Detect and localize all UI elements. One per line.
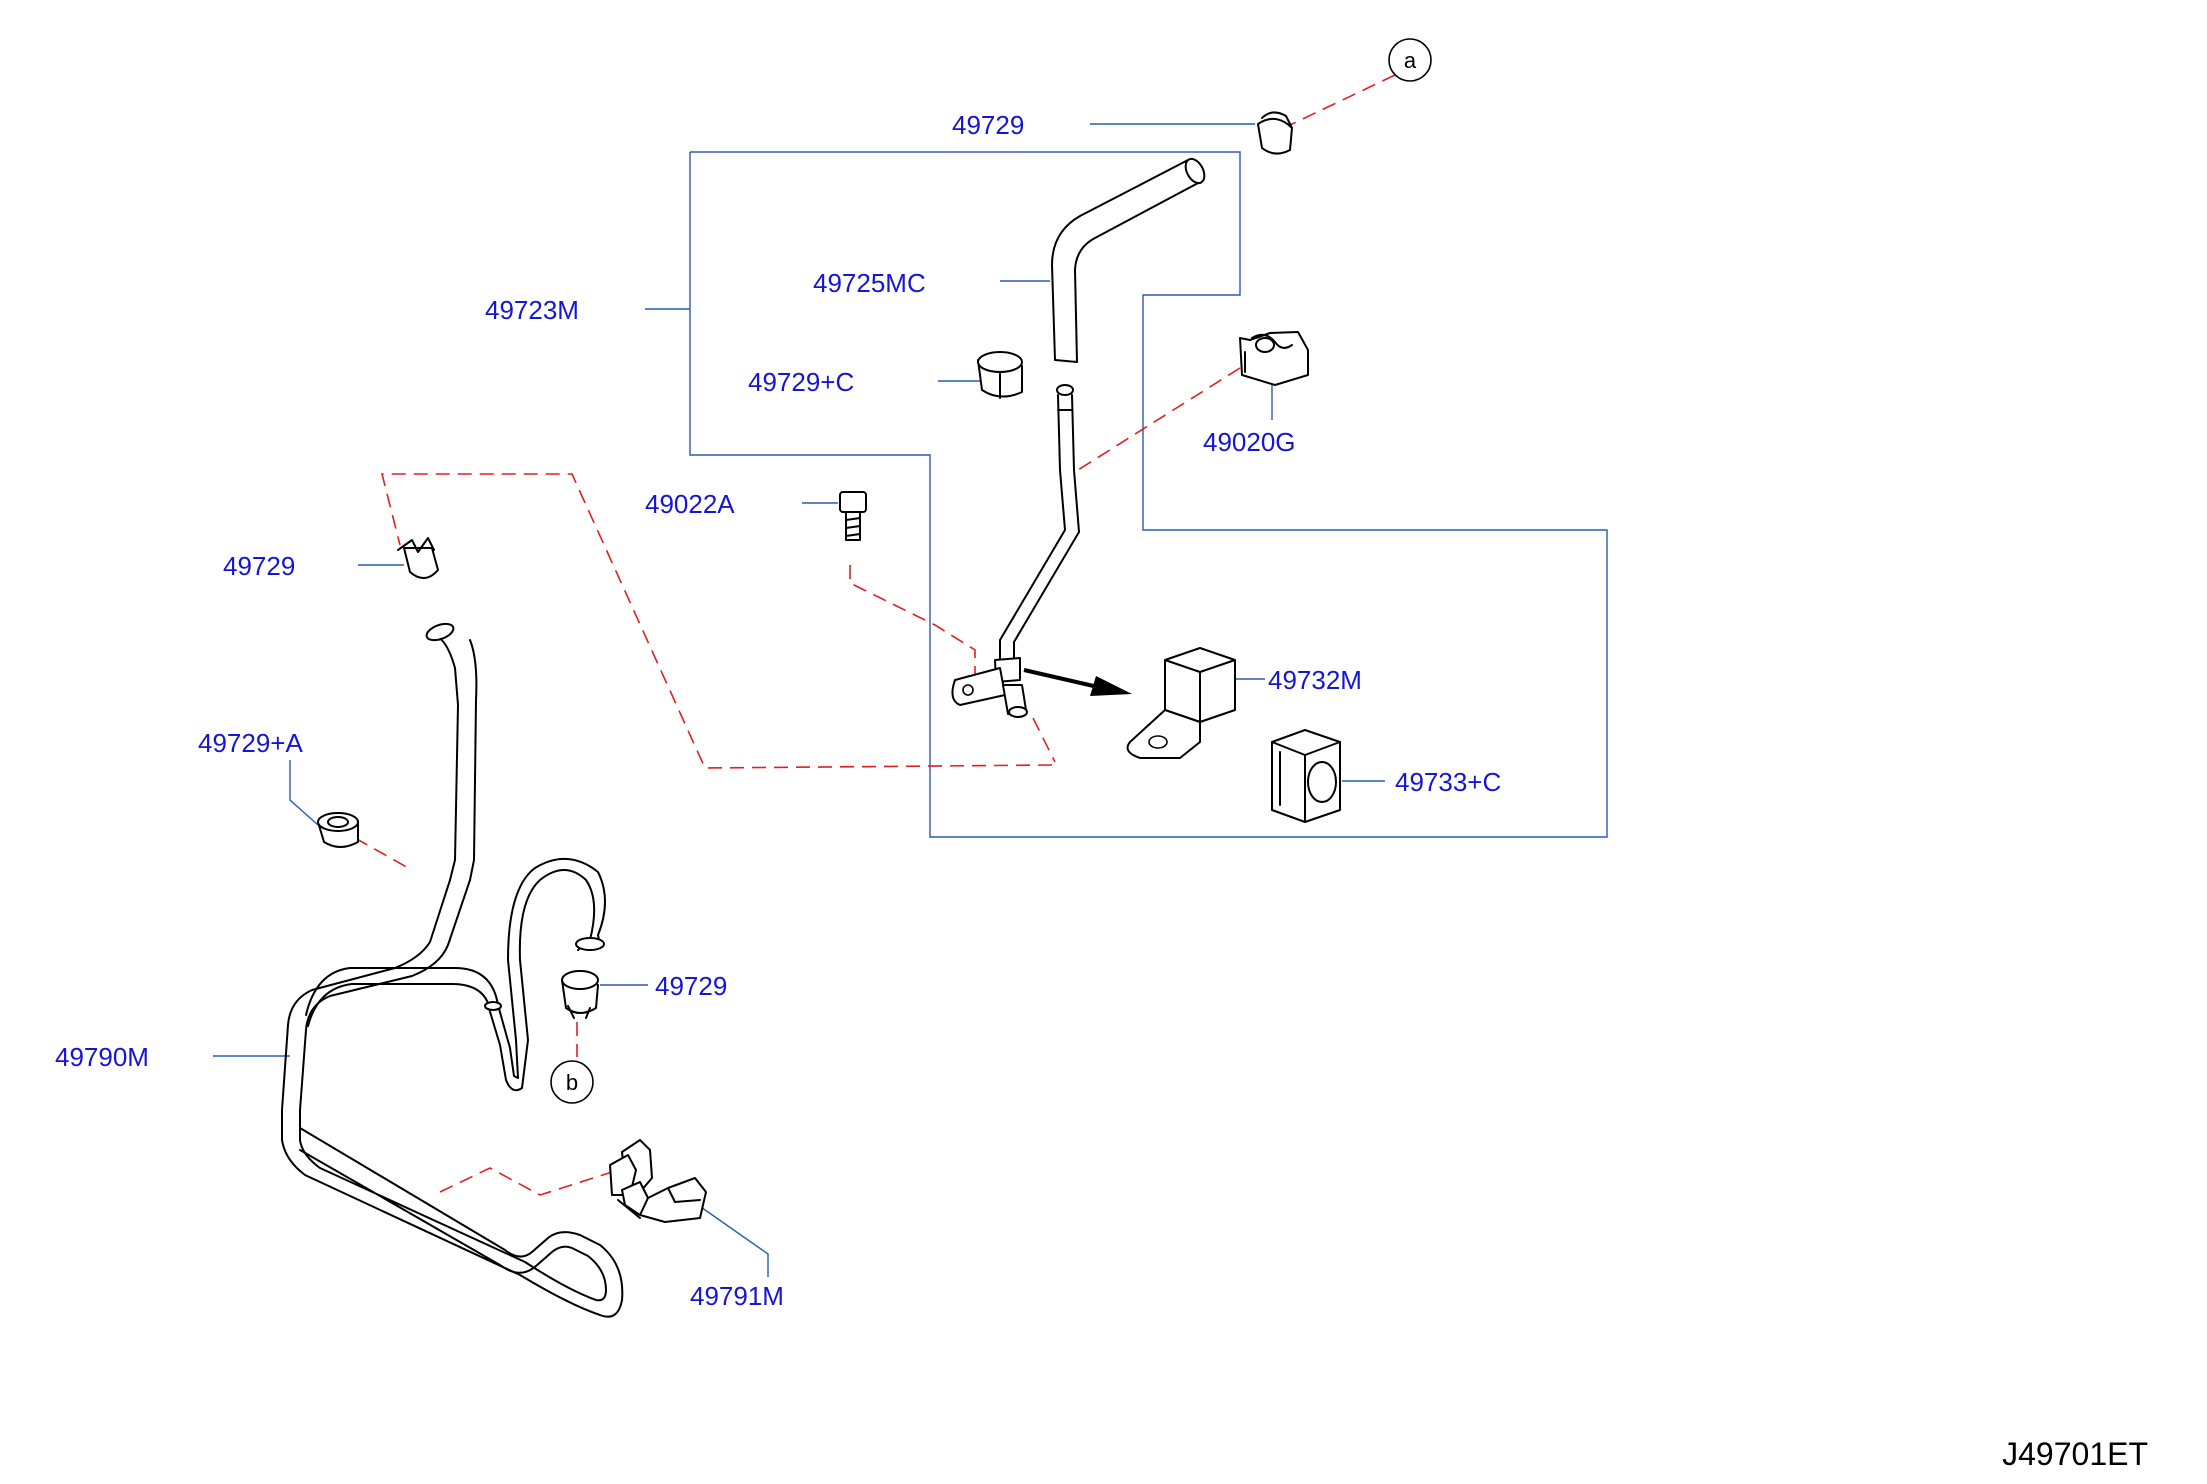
label-49791m: 49791M xyxy=(690,1281,784,1311)
diagram-code: J49701ET xyxy=(2002,1436,2148,1472)
label-49733c: 49733+C xyxy=(1395,767,1501,797)
label-49790m: 49790M xyxy=(55,1042,149,1072)
dashed-lines xyxy=(354,74,1396,1196)
insulator-part xyxy=(1271,729,1341,823)
bracket-lower-part xyxy=(609,1139,707,1223)
label-49020g: 49020G xyxy=(1203,427,1296,457)
label-49725mc: 49725MC xyxy=(813,268,926,298)
label-49732m: 49732M xyxy=(1268,665,1362,695)
bolt-part xyxy=(839,491,867,541)
label-49729a: 49729+A xyxy=(198,728,303,758)
part-labels: 49729 49725MC 49723M 49729+C 49020G 4902… xyxy=(55,110,1501,1311)
label-49729-mid: 49729 xyxy=(655,971,727,1001)
callout-a: a xyxy=(1388,38,1432,82)
clamp-c-part xyxy=(977,351,1023,399)
clamp-top-part xyxy=(1257,111,1293,155)
svg-text:a: a xyxy=(1404,48,1417,73)
hose-assembly-part xyxy=(281,622,624,1318)
clamp-a-part xyxy=(317,812,359,848)
upper-hose-part xyxy=(1051,157,1206,363)
label-49729c: 49729+C xyxy=(748,367,854,397)
label-49729-left: 49729 xyxy=(223,551,295,581)
clamp-mid-part xyxy=(561,970,599,1019)
callout-b: b xyxy=(550,1060,594,1104)
label-49723m: 49723M xyxy=(485,295,579,325)
direction-arrow xyxy=(1023,668,1132,696)
assembly-boundary xyxy=(689,151,1608,838)
clamp-left-part xyxy=(397,537,439,579)
bracket-g-part xyxy=(1239,331,1309,386)
metal-pipe-part xyxy=(951,384,1080,718)
label-49022a: 49022A xyxy=(645,489,735,519)
label-49729-top: 49729 xyxy=(952,110,1024,140)
svg-text:b: b xyxy=(566,1070,578,1095)
bracket-m-part xyxy=(1126,647,1236,759)
